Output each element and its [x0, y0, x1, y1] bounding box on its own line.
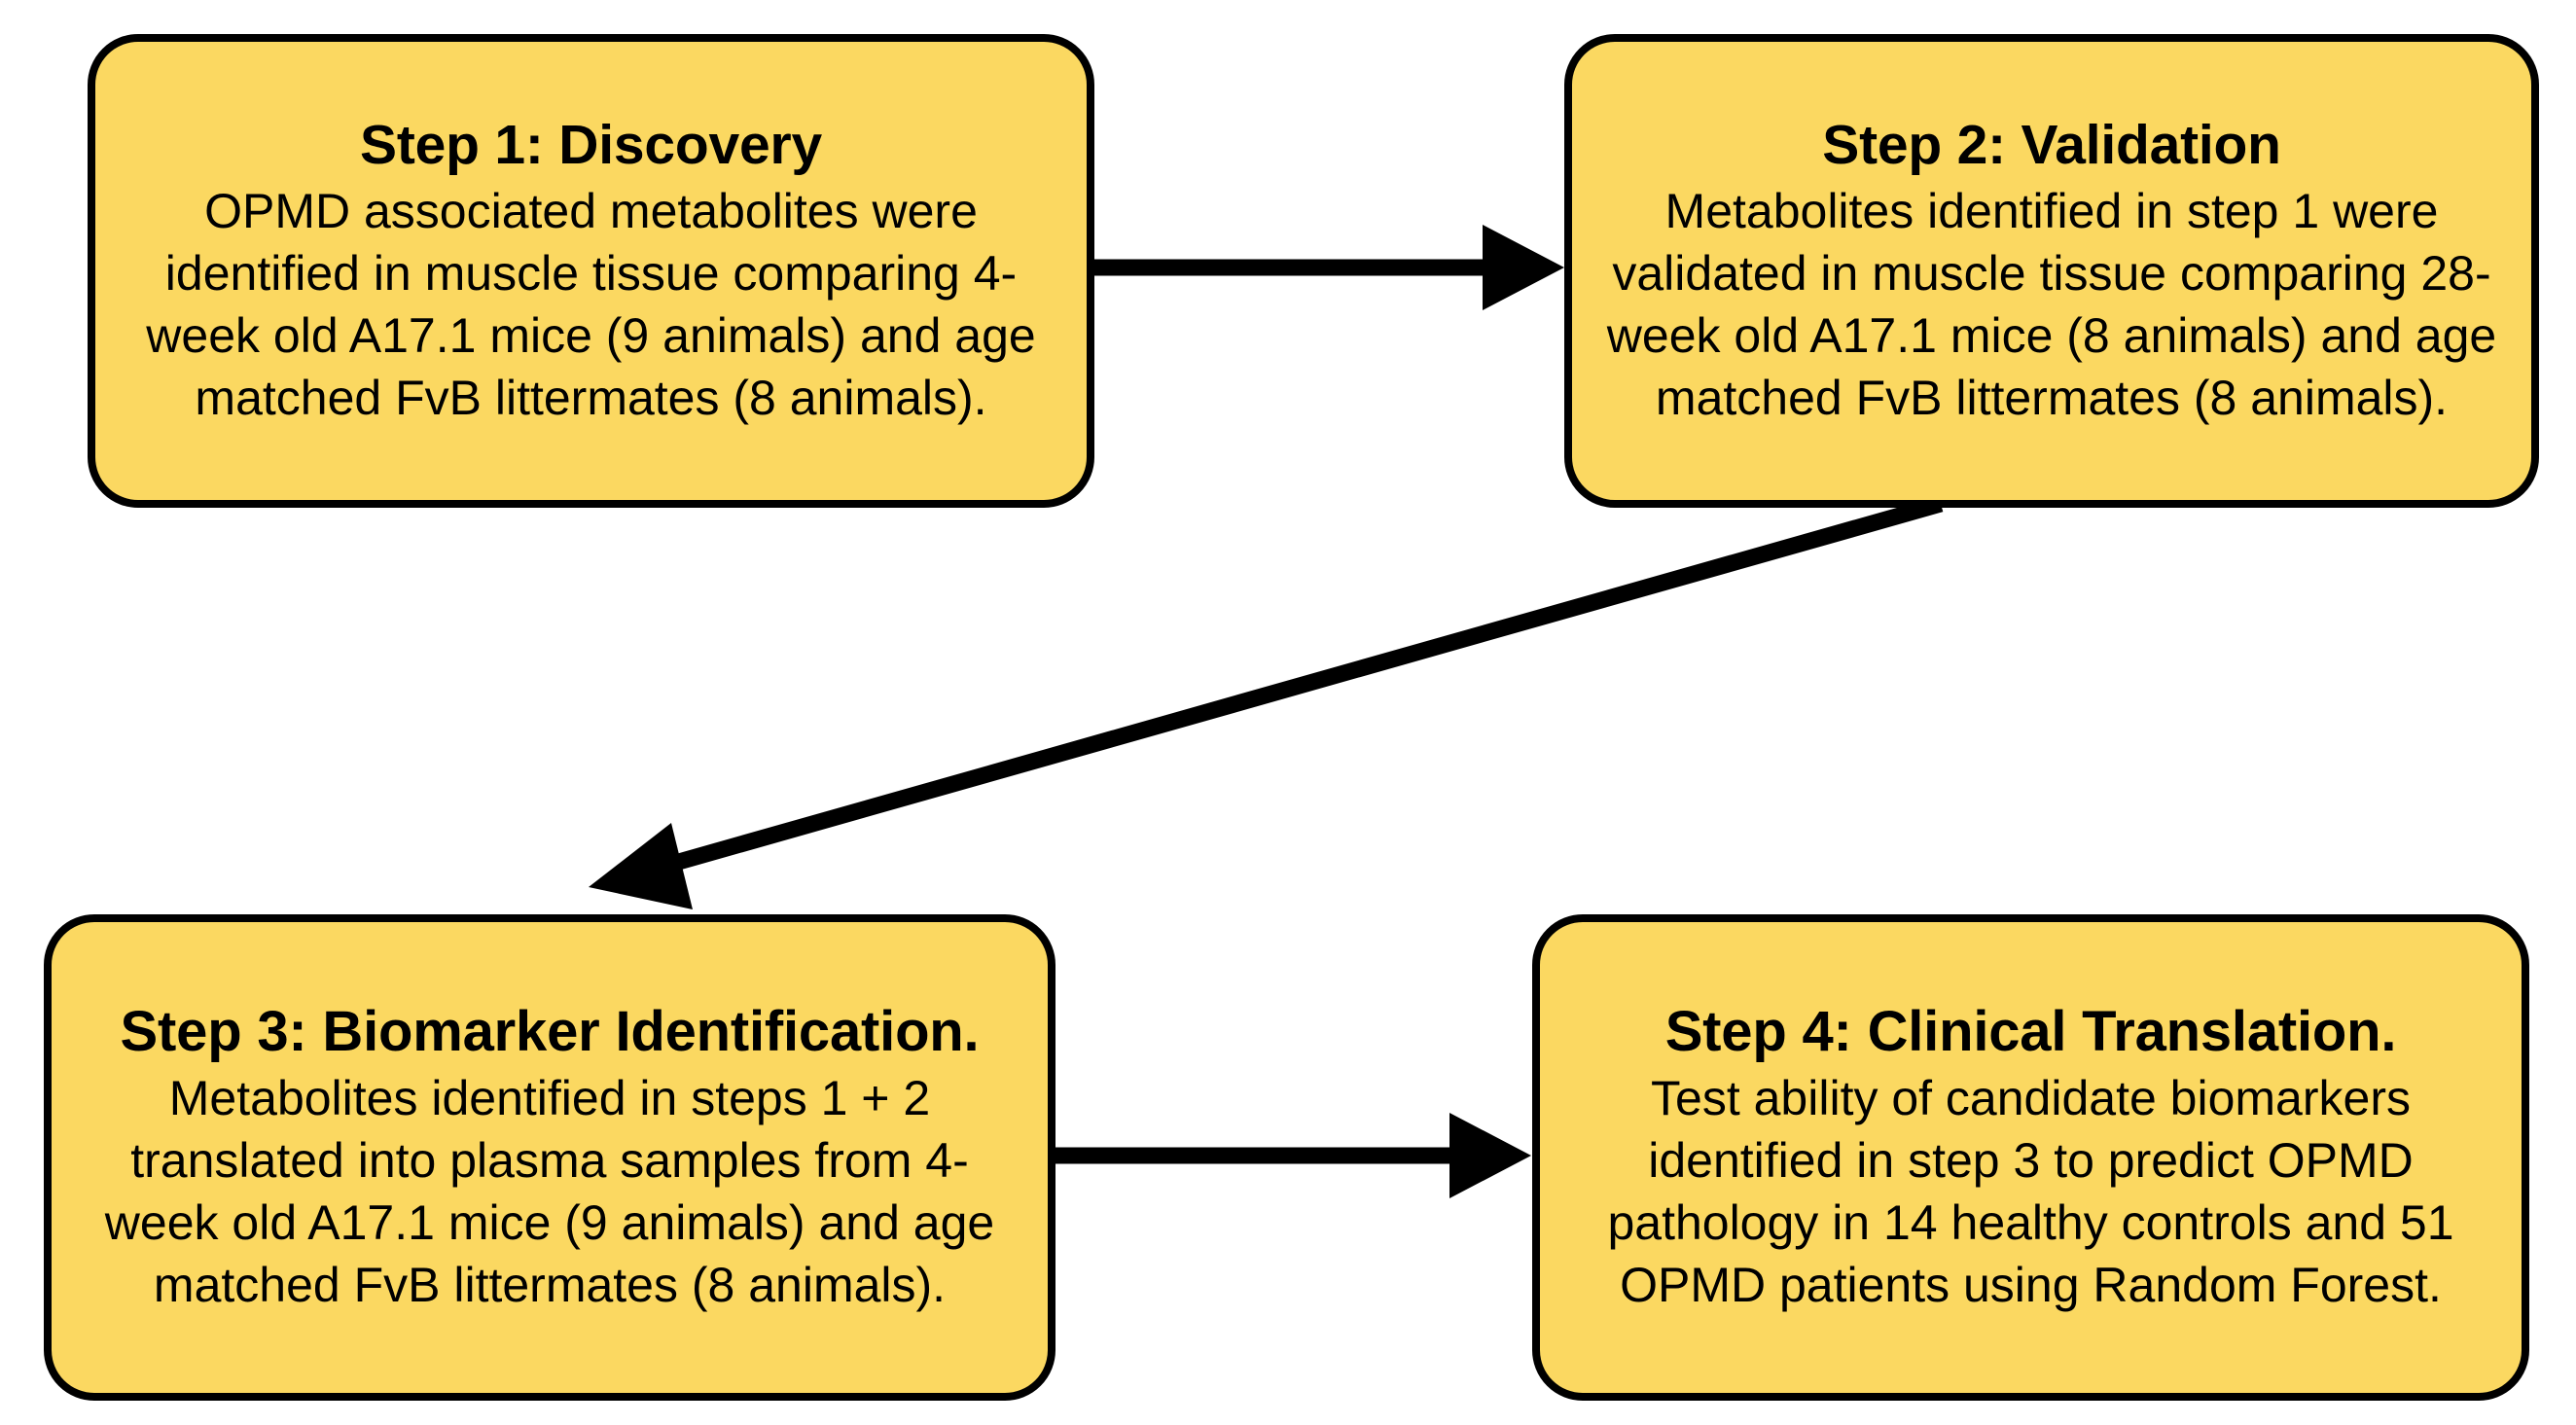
arrow-step2-to-step3: [589, 495, 1944, 909]
flow-box-step-1-title: Step 1: Discovery: [360, 114, 822, 177]
flow-box-step-4[interactable]: Step 4: Clinical Translation. Test abili…: [1532, 914, 2529, 1401]
arrow-step3-to-step4: [1054, 1113, 1531, 1198]
flow-box-step-1-body: OPMD associated metabolites were identif…: [146, 183, 1036, 425]
flow-box-step-4-title: Step 4: Clinical Translation.: [1664, 1000, 2397, 1064]
flow-box-step-3[interactable]: Step 3: Biomarker Identification. Metabo…: [44, 914, 1055, 1401]
flow-box-step-2[interactable]: Step 2: Validation Metabolites identifie…: [1564, 34, 2539, 508]
flow-box-step-3-title: Step 3: Biomarker Identification.: [120, 1000, 980, 1064]
flow-box-step-4-body: Test ability of candidate biomarkers ide…: [1607, 1070, 2454, 1312]
flow-box-step-2-body: Metabolites identified in step 1 were va…: [1606, 183, 2497, 425]
flow-box-step-1[interactable]: Step 1: Discovery OPMD associated metabo…: [88, 34, 1094, 508]
flow-box-step-2-title: Step 2: Validation: [1822, 114, 2281, 177]
arrow-step1-to-step2: [1092, 225, 1564, 310]
flow-box-step-3-body: Metabolites identified in steps 1 + 2 tr…: [104, 1070, 995, 1312]
